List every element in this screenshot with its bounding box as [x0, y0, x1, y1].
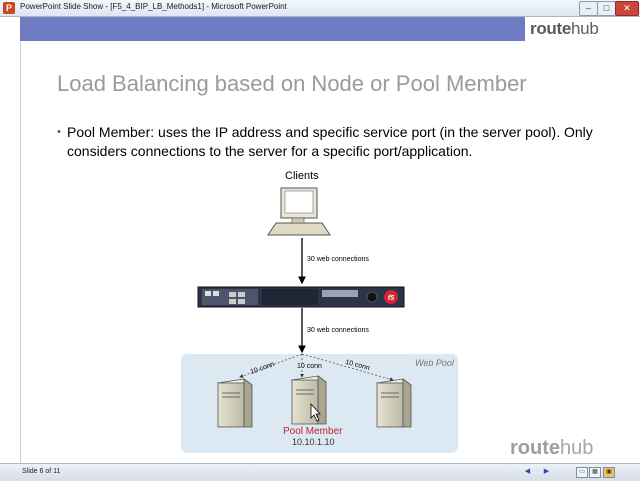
connections-label-mid: 30 web connections — [307, 327, 369, 334]
slide-sorter-view-icon[interactable]: ▦ — [589, 467, 601, 478]
connections-label-top: 30 web connections — [307, 256, 369, 263]
web-pool-label: Web Pool — [415, 358, 454, 368]
normal-view-icon[interactable]: ▭ — [576, 467, 588, 478]
bullet-icon: • — [57, 126, 61, 138]
routehub-logo-top: routehub — [530, 19, 599, 39]
server-center-icon — [290, 375, 328, 425]
bullet-text: Pool Member: uses the IP address and spe… — [67, 123, 597, 161]
powerpoint-app-icon[interactable]: P — [3, 2, 15, 14]
logo-route-text: route — [530, 19, 572, 38]
bullet-term: Pool Member: — [67, 124, 155, 140]
window-title: PowerPoint Slide Show - [F5_4_BIP_LB_Met… — [20, 2, 287, 11]
clients-label: Clients — [285, 170, 319, 182]
client-computer-icon — [267, 187, 331, 236]
forward-arrow-icon[interactable]: ▶ — [543, 468, 550, 475]
f5-bigip-appliance-icon: f5 — [197, 286, 405, 308]
left-rule-divider — [20, 41, 21, 463]
close-button[interactable]: ✕ — [615, 1, 639, 16]
routehub-logo-bottom: routehub — [510, 437, 593, 460]
server-right-icon — [375, 378, 413, 428]
status-bar: Slide 6 of 11 ◀ ▶ ▭ ▦ ▣ — [0, 463, 640, 481]
network-diagram: f5 — [197, 187, 413, 428]
f5-badge-text: f5 — [388, 295, 394, 302]
slide-show-view-icon[interactable]: ▣ — [603, 467, 615, 478]
slide-canvas[interactable]: routehub Load Balancing based on Node or… — [0, 17, 640, 463]
back-arrow-icon[interactable]: ◀ — [524, 468, 531, 475]
bullet-description: uses the IP address and specific service… — [67, 124, 593, 159]
pool-member-label: Pool Member — [283, 426, 343, 437]
conn-line-left — [239, 353, 303, 378]
maximize-button[interactable]: □ — [597, 1, 616, 16]
server-left-icon — [216, 378, 254, 428]
window-title-bar: P PowerPoint Slide Show - [F5_4_BIP_LB_M… — [0, 0, 640, 17]
header-band — [20, 17, 525, 41]
slide-title: Load Balancing based on Node or Pool Mem… — [57, 71, 527, 96]
conn-label-center: 10 conn — [297, 363, 322, 370]
bottom-logo-route-text: route — [510, 437, 560, 459]
slide-count: Slide 6 of 11 — [22, 468, 61, 475]
mouse-cursor-icon — [310, 402, 321, 422]
minimize-button[interactable]: – — [579, 1, 598, 16]
bottom-logo-hub-text: hub — [560, 437, 594, 459]
logo-hub-text: hub — [571, 19, 599, 38]
pool-member-ip: 10.10.1.10 — [292, 437, 335, 447]
